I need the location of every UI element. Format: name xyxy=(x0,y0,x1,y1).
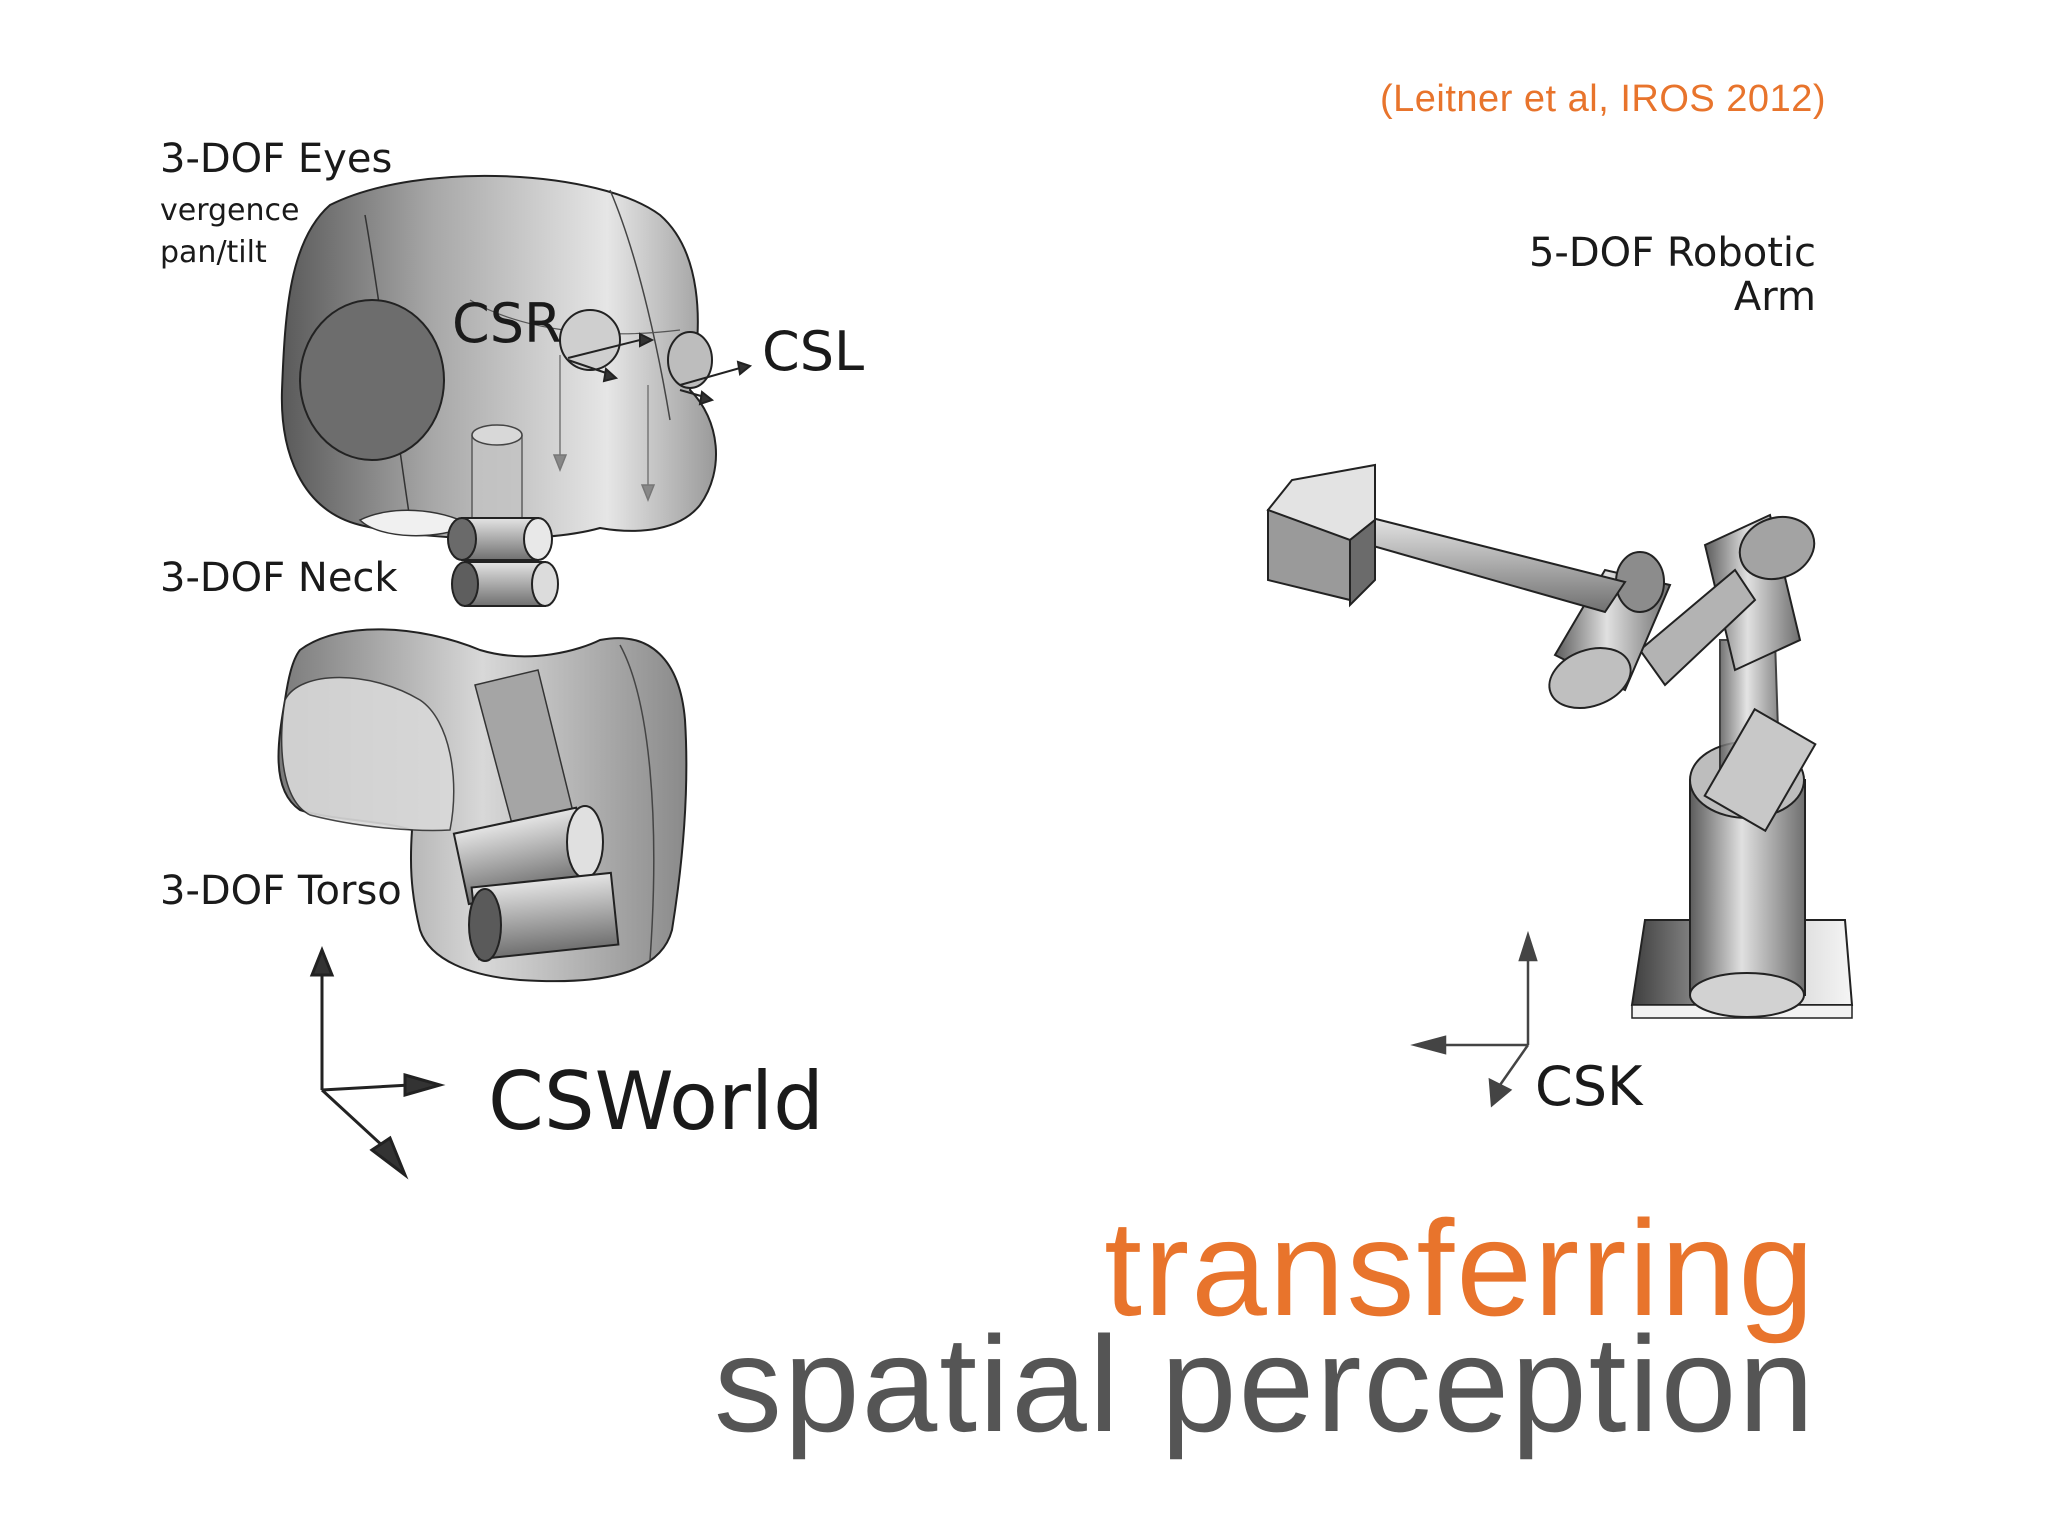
eye-right xyxy=(559,309,621,371)
torso-joints xyxy=(452,805,620,962)
label-csr: CSR xyxy=(452,292,562,355)
label-torso: 3-DOF Torso xyxy=(160,868,402,914)
label-arm-line1: 5-DOF Robotic xyxy=(1528,230,1816,276)
eye-left xyxy=(667,331,713,389)
label-neck: 3-DOF Neck xyxy=(160,555,398,601)
csworld-axes xyxy=(309,945,446,1180)
label-eyes: 3-DOF Eyes xyxy=(160,136,393,182)
robot-figure xyxy=(277,174,753,1180)
label-csl: CSL xyxy=(762,320,865,383)
label-csworld: CSWorld xyxy=(488,1055,824,1148)
label-eyes-pantilt: pan/tilt xyxy=(160,235,267,270)
arm-figure xyxy=(1266,463,1854,1108)
label-eyes-vergence: vergence xyxy=(160,193,300,228)
ear xyxy=(299,299,445,461)
citation: (Leitner et al, IROS 2012) xyxy=(1380,78,1826,120)
title-line-1: transferring xyxy=(1104,1192,1816,1344)
csk-axes xyxy=(1410,930,1538,1108)
neck-joints xyxy=(447,517,559,607)
label-csk: CSK xyxy=(1535,1055,1643,1118)
label-arm-line2: Arm xyxy=(1733,274,1816,320)
title-line-2: spatial perception xyxy=(713,1308,1816,1460)
